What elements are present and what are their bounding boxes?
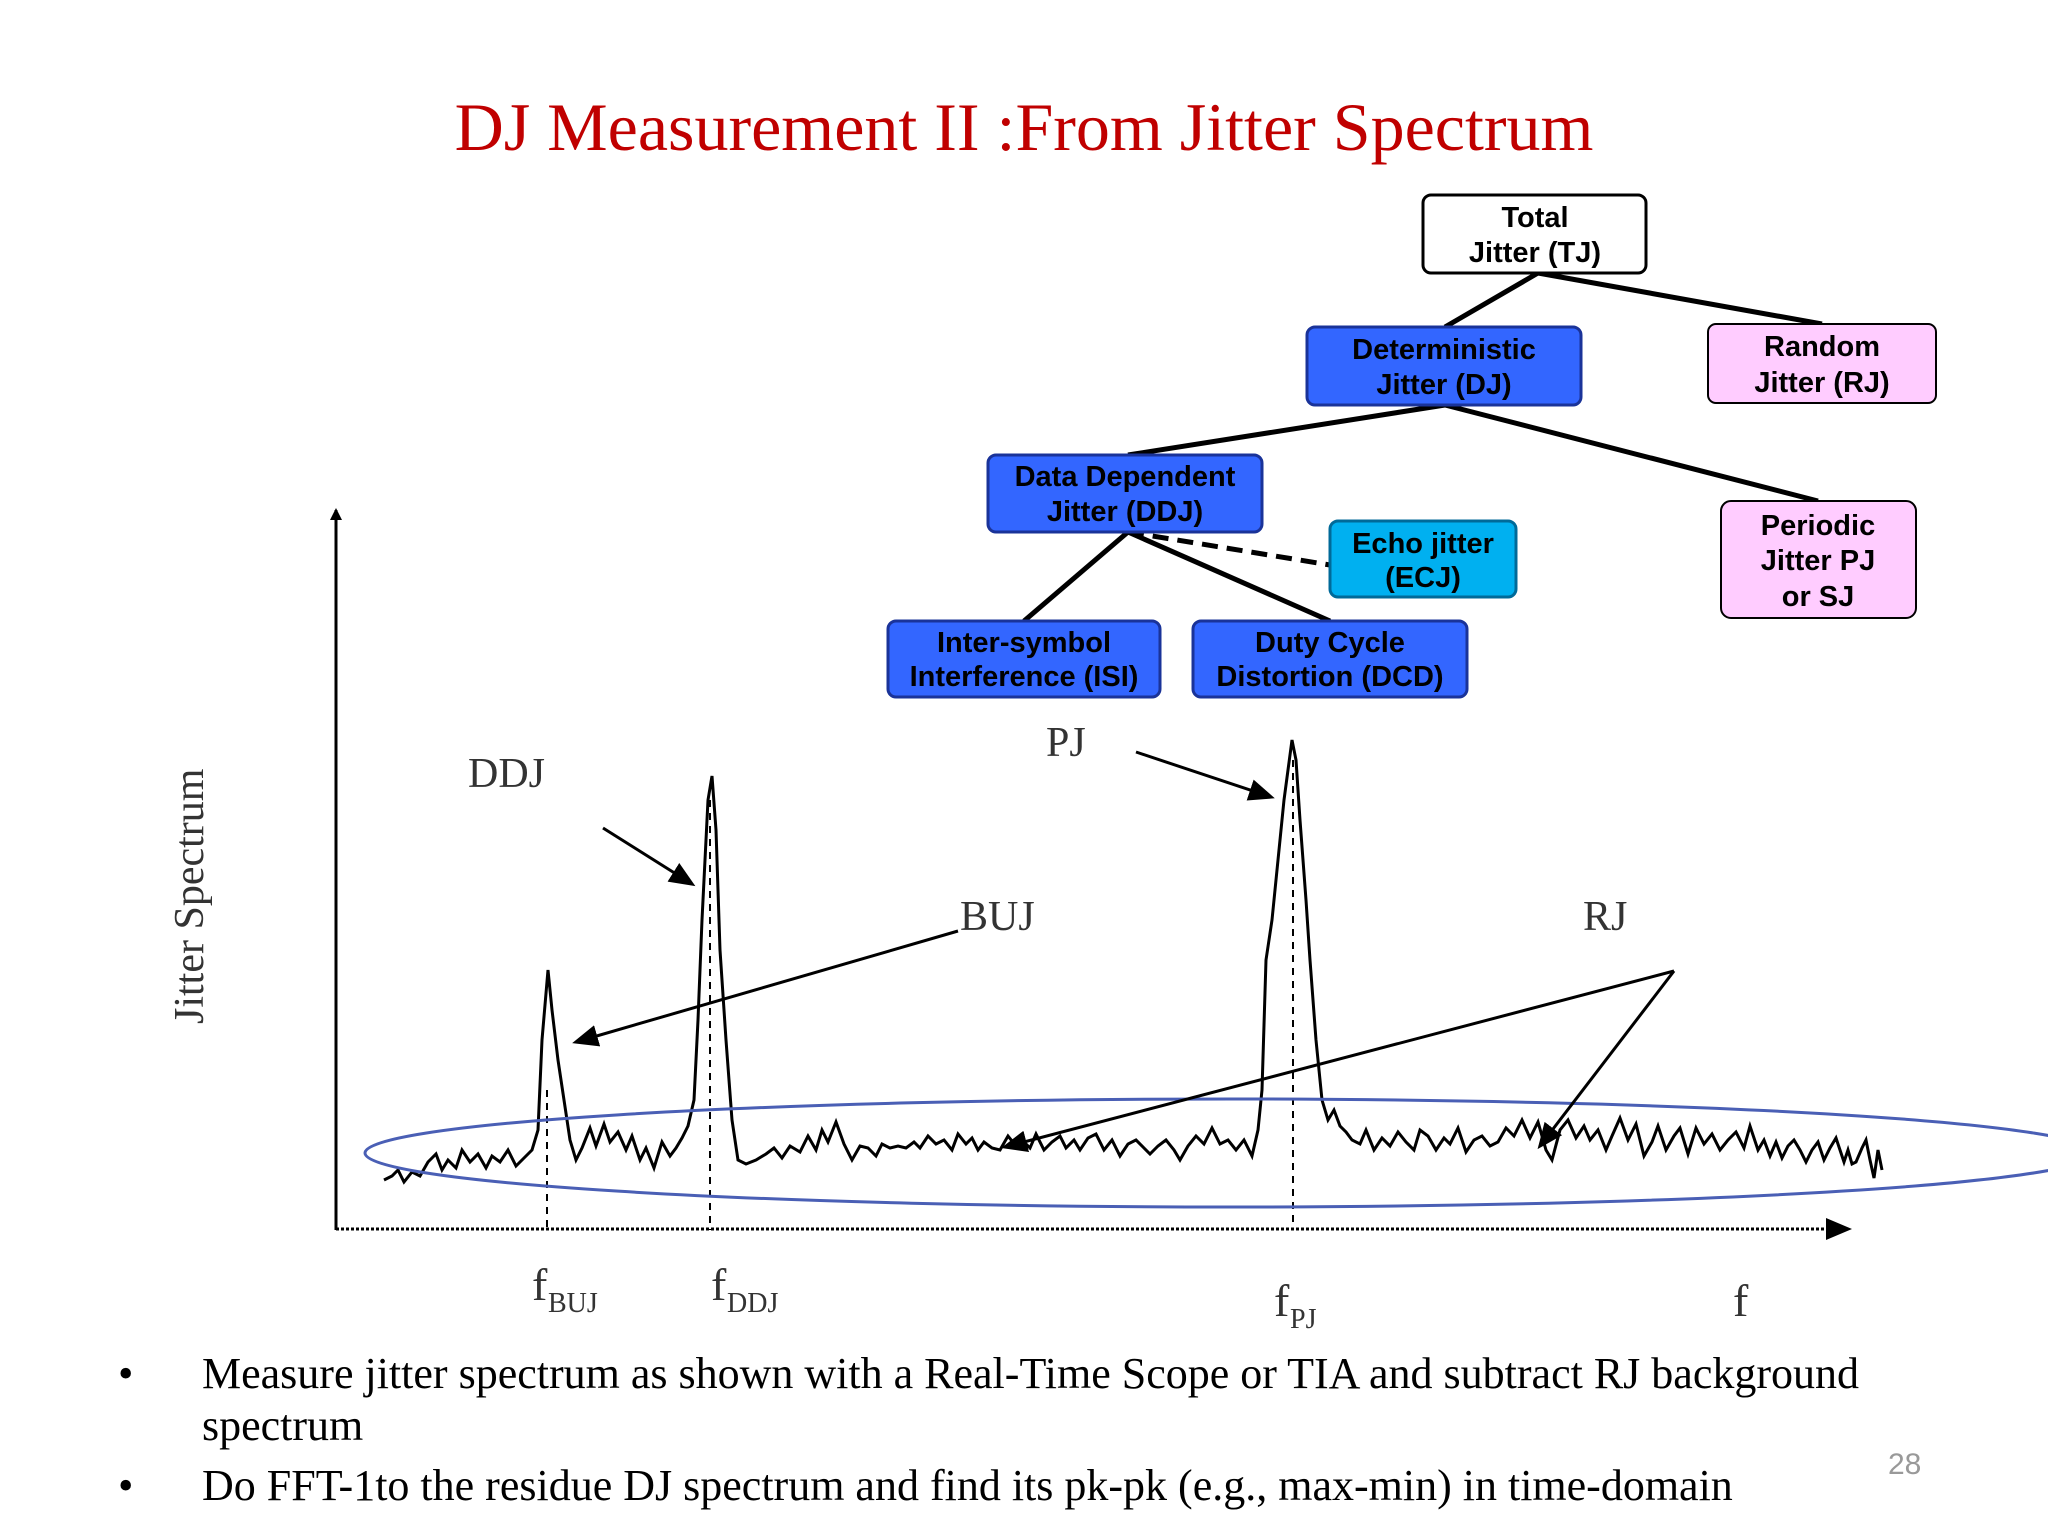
label-pj: PJ	[1046, 720, 1086, 766]
tree-connectors	[1022, 270, 1823, 624]
svg-text:f: f	[1274, 1275, 1290, 1326]
node-isi-line1: Inter-symbol	[937, 627, 1111, 659]
bullet-marker: •	[118, 1349, 134, 1398]
page-number: 28	[1888, 1448, 1922, 1481]
node-inter-symbol-interference: Inter-symbol Interference (ISI)	[886, 619, 1162, 699]
plot-axes	[330, 508, 1852, 1240]
bullet-list: • Measure jitter spectrum as shown with …	[118, 1348, 1918, 1520]
node-duty-cycle-distortion: Duty Cycle Distortion (DCD)	[1191, 619, 1469, 699]
node-periodic-jitter: Periodic Jitter PJ or SJ	[1720, 500, 1917, 619]
svg-text:f: f	[711, 1259, 727, 1310]
node-ecj-line2: (ECJ)	[1385, 562, 1461, 594]
node-pj-line3: or SJ	[1782, 581, 1855, 613]
svg-text:f: f	[532, 1259, 548, 1310]
node-dj-line2: Jitter (DJ)	[1376, 369, 1511, 401]
bullet-item: • Measure jitter spectrum as shown with …	[118, 1348, 1918, 1452]
freq-label-pj: f PJ	[1274, 1275, 1317, 1335]
freq-label-ddj: f DDJ	[711, 1259, 778, 1319]
node-pj-line1: Periodic	[1761, 510, 1875, 542]
node-echo-jitter: Echo jitter (ECJ)	[1328, 519, 1518, 599]
freq-axis-label: f	[1733, 1275, 1749, 1326]
node-ddj-line2: Jitter (DDJ)	[1047, 496, 1203, 528]
node-dj-line1: Deterministic	[1352, 334, 1536, 366]
label-buj: BUJ	[960, 894, 1035, 940]
node-ddj-line1: Data Dependent	[1015, 461, 1236, 493]
svg-text:PJ: PJ	[1290, 1304, 1317, 1335]
jitter-spectrum-trace	[383, 739, 1884, 1185]
annotation-arrows	[572, 750, 1676, 1153]
node-isi-line2: Interference (ISI)	[910, 661, 1139, 693]
bullet-text: Do FFT-1to the residue DJ spectrum and f…	[202, 1461, 1733, 1510]
node-total-line2: Jitter (TJ)	[1469, 237, 1601, 269]
slide-title: DJ Measurement II :From Jitter Spectrum	[454, 89, 1594, 165]
node-rj-line2: Jitter (RJ)	[1754, 367, 1889, 399]
node-dcd-line1: Duty Cycle	[1255, 627, 1405, 659]
freq-label-buj: f BUJ	[532, 1259, 598, 1319]
bullet-marker: •	[118, 1461, 134, 1510]
svg-text:BUJ: BUJ	[548, 1288, 598, 1319]
frequency-markers	[546, 760, 1294, 1230]
label-rj: RJ	[1583, 894, 1627, 940]
node-total-line1: Total	[1501, 202, 1568, 234]
rj-background-ellipse	[363, 1097, 2048, 1209]
node-dcd-line2: Distortion (DCD)	[1216, 661, 1443, 693]
node-ecj-line1: Echo jitter	[1352, 528, 1494, 560]
node-rj-line1: Random	[1764, 331, 1880, 363]
node-pj-line2: Jitter PJ	[1761, 545, 1875, 577]
label-ddj: DDJ	[468, 751, 545, 797]
bullet-item: • Do FFT-1to the residue DJ spectrum and…	[118, 1460, 1918, 1512]
y-axis-label: Jitter Spectrum	[167, 768, 213, 1024]
node-data-dependent-jitter: Data Dependent Jitter (DDJ)	[986, 453, 1264, 534]
node-deterministic-jitter: Deterministic Jitter (DJ)	[1305, 325, 1583, 407]
bullet-text: Measure jitter spectrum as shown with a …	[202, 1349, 1860, 1450]
node-total-jitter: Total Jitter (TJ)	[1421, 193, 1648, 275]
svg-text:DDJ: DDJ	[727, 1288, 778, 1319]
node-random-jitter: Random Jitter (RJ)	[1707, 323, 1937, 404]
